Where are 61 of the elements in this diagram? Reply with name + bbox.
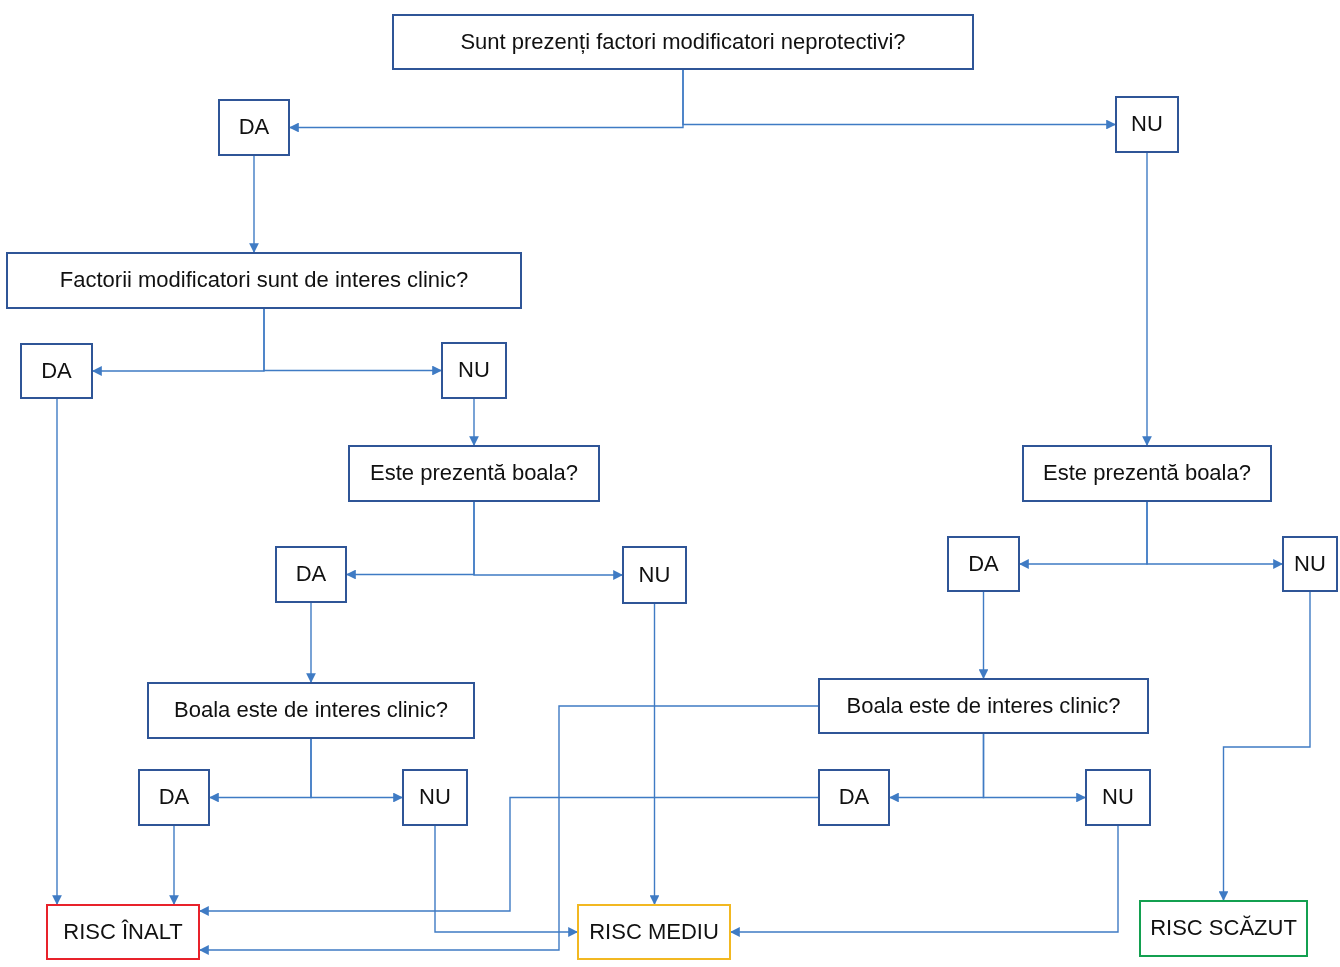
arrow — [469, 398, 479, 446]
result-box — [46, 904, 200, 960]
process-box — [348, 445, 600, 502]
process-box — [1282, 536, 1338, 592]
process-box — [275, 546, 347, 603]
process-box — [441, 342, 507, 399]
arrow — [649, 603, 660, 905]
process-box — [218, 99, 290, 156]
arrow — [978, 591, 989, 679]
result-box — [577, 904, 731, 960]
arrow — [1218, 591, 1311, 901]
node-text: DA — [295, 562, 327, 587]
node-text: DA — [41, 358, 72, 384]
arrow — [1146, 501, 1283, 569]
arrow — [306, 602, 316, 683]
node-text: RISC SCĂZUT — [1150, 916, 1297, 941]
result-box — [1139, 900, 1308, 957]
node-text: Sunt prezenți factori modificatori neprotectivi? — [460, 29, 906, 55]
arrow — [434, 825, 578, 937]
process-box — [1115, 96, 1179, 153]
node-text: NU — [1294, 551, 1326, 577]
process-box — [1085, 769, 1151, 826]
node-text: DA — [968, 551, 999, 577]
arrow — [263, 308, 442, 376]
node-text: NU — [1102, 785, 1134, 810]
node-text: NU — [419, 785, 451, 810]
node-text: NU — [1131, 112, 1163, 137]
node-text: RISC ÎNALT — [63, 919, 183, 945]
arrow — [52, 398, 62, 905]
arrow — [199, 796, 819, 916]
arrow — [169, 825, 179, 905]
process-box — [6, 252, 522, 309]
arrow — [1142, 152, 1152, 446]
node-text: NU — [458, 358, 490, 383]
process-box — [20, 343, 93, 399]
node-text: Este prezentă boala? — [370, 461, 578, 486]
arrow — [730, 825, 1119, 937]
process-box — [138, 769, 210, 826]
process-box — [947, 536, 1020, 592]
process-box — [402, 769, 468, 826]
process-box — [392, 14, 974, 70]
process-box — [1022, 445, 1272, 502]
arrow — [199, 705, 819, 955]
arrow — [310, 738, 403, 803]
process-box — [147, 682, 475, 739]
node-text: Boala este de interes clinic? — [174, 698, 448, 723]
node-text: DA — [238, 115, 270, 140]
process-box — [818, 678, 1149, 734]
node-text: DA — [838, 785, 870, 810]
arrow — [249, 155, 259, 253]
process-box — [622, 546, 687, 604]
arrow — [473, 501, 623, 580]
node-text: NU — [638, 562, 671, 588]
node-text: DA — [158, 785, 190, 810]
node-text: Boala este de interes clinic? — [846, 693, 1121, 719]
node-text: Factorii modificatori sunt de interes clinic? — [59, 268, 469, 293]
process-box — [818, 769, 890, 826]
arrow — [982, 733, 1086, 803]
node-text: Este prezentă boala? — [1043, 461, 1251, 486]
arrow — [682, 69, 1116, 130]
node-text: RISC MEDIU — [589, 919, 719, 945]
